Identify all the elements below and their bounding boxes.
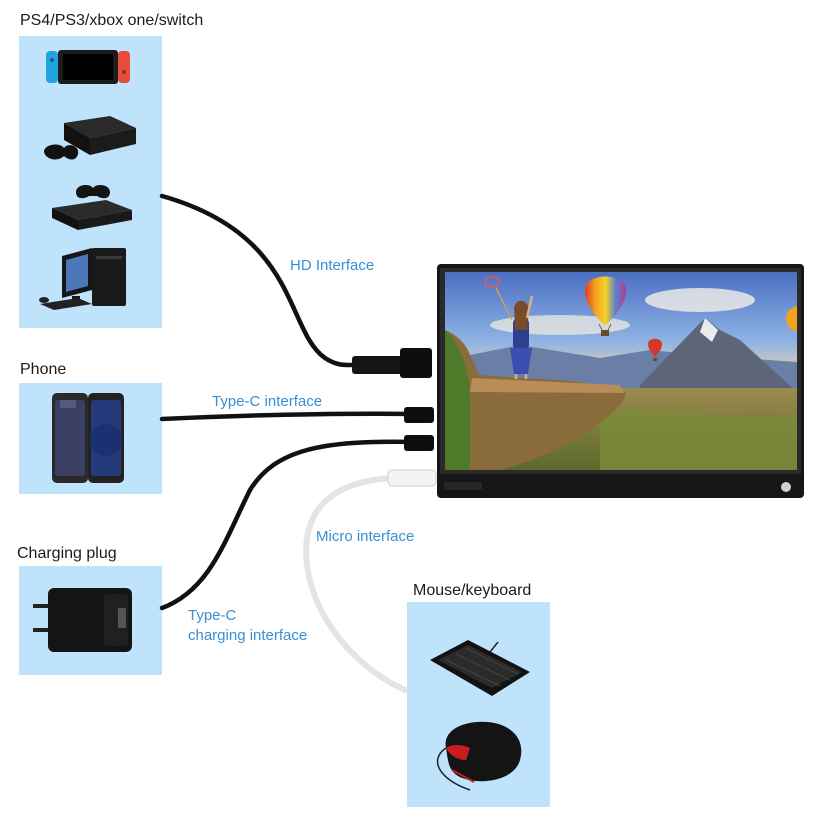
xbox-one-console-icon [52, 184, 132, 230]
mouse-icon [436, 721, 522, 791]
consoles-group-title: PS4/PS3/xbox one/switch [20, 12, 204, 29]
typec-interface-label: Type-C interface [212, 393, 323, 410]
phone-group-title: Phone [20, 361, 67, 378]
smartphone-icon [52, 393, 124, 483]
keyboard-icon [430, 640, 530, 696]
portable-monitor [437, 264, 804, 498]
hd-connector [352, 348, 432, 378]
charging-group-title: Charging plug [17, 545, 117, 562]
charging-adapter-icon [33, 588, 132, 652]
desktop-computer-icon [39, 248, 126, 310]
butterfly-net [484, 276, 513, 321]
micro-connector [387, 469, 437, 487]
input-group-title: Mouse/keyboard [413, 582, 532, 599]
hd-cable [159, 193, 358, 368]
typec-connector-2 [404, 435, 434, 451]
typec-connector-1 [404, 407, 434, 423]
monitor-screen [445, 272, 797, 470]
hd-interface-label: HD Interface [290, 257, 375, 274]
typec-charging-label-line2: charging interface [188, 627, 308, 644]
hot-air-balloon-small [648, 338, 662, 361]
hot-air-balloon-edge [786, 306, 797, 332]
girl-figure [510, 295, 534, 379]
ps3-console-icon [44, 116, 136, 160]
typec-charging-cable [159, 439, 418, 611]
hot-air-balloon-large [585, 276, 626, 336]
micro-interface-label: Micro interface [316, 528, 415, 545]
typec-charging-label-line1: Type-C [188, 607, 237, 624]
typec-phone-cable [159, 411, 418, 422]
micro-white-cable [302, 475, 408, 693]
switch-console-icon [46, 50, 130, 84]
